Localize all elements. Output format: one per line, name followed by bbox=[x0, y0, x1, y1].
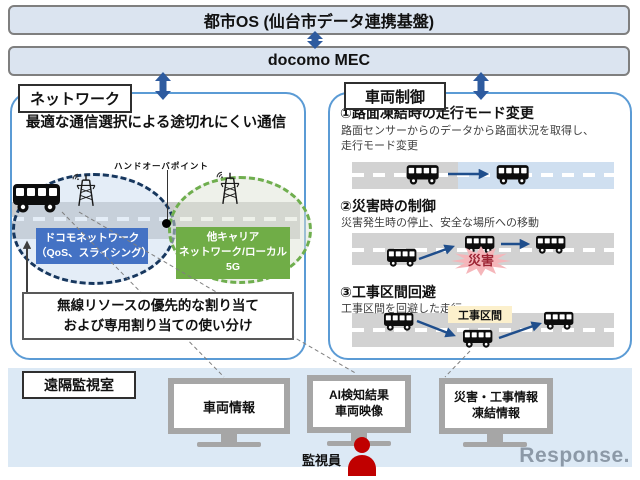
network-tag: ネットワーク bbox=[18, 84, 132, 113]
monitor3-base bbox=[463, 442, 527, 447]
radio-allocation-line2: および専用割り当ての使い分け bbox=[63, 318, 253, 333]
remote-monitoring-tag: 遠隔監視室 bbox=[22, 371, 136, 399]
handover-point-label: ハンドオーバポイント bbox=[114, 161, 209, 171]
monitor-ai-detection: AI検知結果 車両映像 bbox=[307, 375, 411, 433]
remote-monitoring-tag-label: 遠隔監視室 bbox=[44, 377, 114, 393]
vc-item1-desc-line1: 路面センサーからのデータから路面状況を取得し、 bbox=[341, 125, 594, 137]
bus-icon bbox=[543, 310, 575, 330]
antenna-tower-icon bbox=[70, 170, 102, 208]
monitor3-line1: 災害・工事情報 bbox=[453, 390, 538, 405]
radio-allocation-line1: 無線リソースの優先的な割り当て bbox=[57, 297, 259, 313]
city-os-label: 都市OS (仙台市データ連携基盤) bbox=[203, 14, 435, 31]
vc-item1-desc-line2: 走行モード変更 bbox=[341, 140, 418, 152]
bus-icon bbox=[406, 163, 440, 185]
radio-allocation-box: 無線リソースの優先的な割り当て および専用割り当ての使い分け bbox=[22, 292, 294, 340]
monitor2-stand bbox=[351, 433, 367, 441]
operator-icon bbox=[344, 436, 380, 476]
monitor1-base bbox=[197, 442, 261, 447]
construction-zone-badge: 工事区間 bbox=[448, 306, 512, 323]
docomo-network-line1: ドコモネットワーク bbox=[44, 232, 140, 244]
disaster-burst: 災害 bbox=[451, 246, 511, 276]
docomo-mec-bar: docomo MEC bbox=[8, 46, 630, 76]
frozen-road-centerline bbox=[352, 173, 614, 177]
bus-icon bbox=[383, 311, 415, 331]
antenna-tower-icon bbox=[214, 168, 246, 206]
bus-icon bbox=[464, 234, 496, 254]
vc-item2-title: ②災害時の制御 bbox=[340, 198, 436, 214]
docomo-mec-label: docomo MEC bbox=[267, 52, 371, 69]
disaster-badge: 災害 bbox=[468, 253, 494, 268]
vc-item2-desc: 災害発生時の停止、安全な場所への移動 bbox=[341, 217, 539, 229]
network-heading: 最適な通信選択による途切れにくい通信 bbox=[25, 115, 287, 131]
monitor-vehicle-info: 車両情報 bbox=[168, 378, 290, 434]
vehicle-control-tag: 車両制御 bbox=[344, 82, 446, 110]
monitor1-line1: 車両情報 bbox=[202, 399, 255, 415]
monitor1-stand bbox=[221, 434, 237, 442]
carrier-network-box: 他キャリア ネットワーク/ローカル5G bbox=[176, 227, 290, 279]
city-os-bar: 都市OS (仙台市データ連携基盤) bbox=[8, 5, 630, 35]
vc-item3-title: ③工事区間回避 bbox=[340, 284, 436, 300]
bus-icon bbox=[496, 163, 530, 185]
handover-point-dot bbox=[162, 219, 171, 228]
bus-icon bbox=[386, 247, 418, 267]
vehicle-control-tag-label: 車両制御 bbox=[364, 88, 425, 106]
monitor-disaster-info: 災害・工事情報 凍結情報 bbox=[439, 378, 553, 434]
docomo-network-line2: （QoS、スライシング） bbox=[36, 247, 153, 260]
bus-icon bbox=[535, 234, 567, 254]
monitor3-stand bbox=[487, 434, 503, 442]
monitor2-line1: AI検知結果 bbox=[328, 388, 389, 403]
carrier-network-line2: ネットワーク/ローカル5G bbox=[179, 246, 287, 274]
response-watermark: Response. bbox=[519, 444, 630, 467]
monitor3-line2: 凍結情報 bbox=[471, 406, 520, 420]
bus-icon bbox=[12, 180, 62, 214]
handover-pointer-line bbox=[167, 170, 168, 221]
vc-item3-desc: 工事区間を回避した走行 bbox=[341, 303, 462, 315]
operator-label: 監視員 bbox=[302, 453, 342, 468]
monitor2-line2: 車両映像 bbox=[334, 404, 383, 418]
docomo-network-box: ドコモネットワーク （QoS、スライシング） bbox=[36, 228, 153, 265]
carrier-network-line1: 他キャリア bbox=[206, 231, 260, 243]
network-tag-label: ネットワーク bbox=[29, 91, 120, 108]
bus-icon bbox=[462, 328, 494, 348]
